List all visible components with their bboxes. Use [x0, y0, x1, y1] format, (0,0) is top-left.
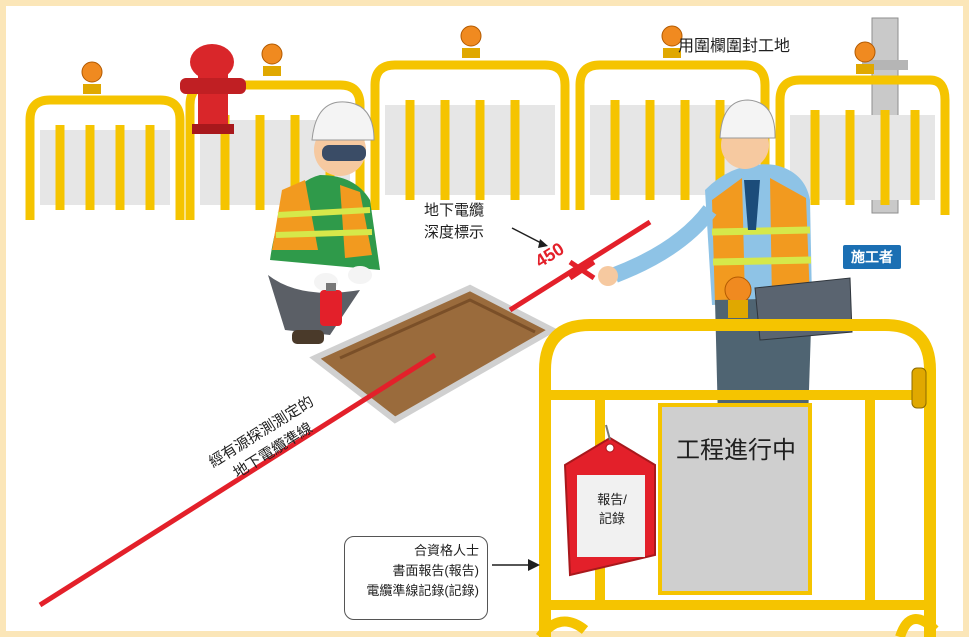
work-sign-board: [658, 403, 812, 595]
cable-route-line: [38, 219, 652, 608]
warning-lamp-icon: [661, 25, 683, 58]
kneeling-worker: [268, 101, 380, 344]
fence-label: 用圍欄圍封工地: [678, 38, 791, 55]
warning-lamp-icon: [854, 41, 876, 74]
warning-lamp-icon: [261, 43, 283, 76]
depth-mark-cross: [568, 259, 596, 281]
front-fence: [535, 319, 939, 637]
report-tag-label: 報告/ 記錄: [586, 490, 638, 528]
spray-can-icon: [320, 283, 342, 326]
warning-lamp-icon: [460, 25, 482, 58]
fire-hydrant-icon: [180, 44, 246, 134]
fence-panel: [775, 75, 950, 215]
report-tag-line2: 記錄: [598, 511, 625, 526]
work-in-progress-sign: 工程進行中: [676, 437, 796, 464]
docs-pointer-arrow: [528, 559, 540, 571]
cable-depth-label-line2: 深度標示: [424, 224, 485, 241]
contractor-badge: 施工者: [843, 245, 901, 269]
fence-latch: [911, 367, 927, 409]
cable-depth-label: 地下電纜 深度標示: [424, 200, 484, 244]
documents-callout-line3: 電纜準線記錄(記錄): [366, 583, 479, 598]
hanging-tag-icon: [563, 424, 656, 577]
cable-depth-label-line1: 地下電纜: [424, 202, 485, 219]
documents-callout-line2: 書面報告(報告): [392, 563, 479, 578]
depth-value-text: 450: [532, 239, 568, 272]
depth-pointer-arrow: [538, 239, 548, 248]
warning-lamp-icon: [81, 61, 103, 94]
lamp-post-bracket: [862, 60, 908, 70]
fence-panel: [25, 95, 185, 220]
fence-panel: [370, 60, 570, 210]
warning-lamp-icon: [724, 276, 752, 318]
back-fence: [25, 60, 950, 220]
documents-callout-line1: 合資格人士: [413, 543, 479, 558]
report-tag-line1: 報告/: [597, 492, 627, 507]
documents-callout: 合資格人士 書面報告(報告) 電纜準線記錄(記錄): [344, 536, 488, 620]
